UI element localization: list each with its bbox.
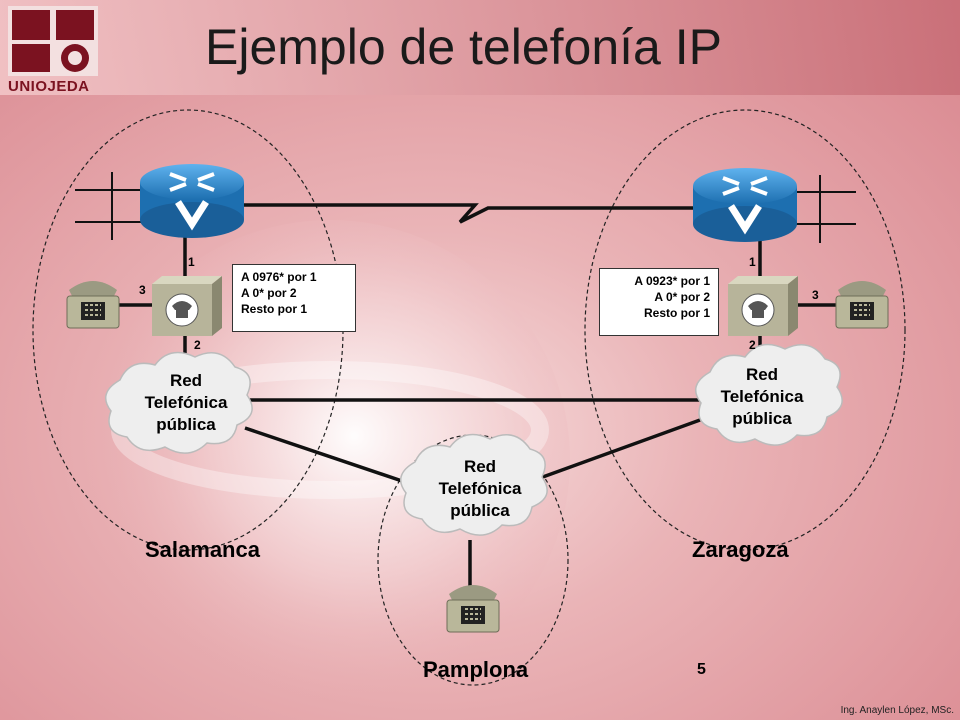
port-label-phone-left: 3 [139, 283, 146, 297]
dial-rule: Resto por 1 [241, 302, 308, 316]
cloud-icon [399, 433, 548, 536]
globe-decoration [90, 220, 570, 700]
telephone-icon [446, 585, 500, 633]
page-number: 5 [697, 661, 706, 678]
pstn-right-bottom-link [539, 418, 701, 480]
city-label-zaragoza: Zaragoza [692, 537, 789, 562]
dial-rule: Resto por 1 [643, 306, 710, 320]
dial-rule: A 0* por 2 [654, 290, 710, 304]
cloud-label-right: Red Telefónica pública [720, 365, 804, 428]
lan-stubs [75, 172, 856, 243]
city-label-pamplona: Pamplona [423, 657, 529, 682]
footer-credit: Ing. Anaylen López, MSc. [840, 705, 954, 716]
pstn-left-bottom-link [244, 426, 409, 485]
cloud-label-bottom: Red Telefónica pública [438, 457, 522, 520]
telephone-icon [835, 281, 889, 329]
page-title: Ejemplo de telefonía IP [205, 19, 722, 75]
port-label-pstn-left: 2 [194, 338, 201, 352]
cloud-icon [694, 343, 843, 446]
header-band [0, 0, 960, 95]
voice-gateway-icon [152, 276, 222, 336]
wan-link [244, 203, 740, 224]
cloud-icon [104, 351, 253, 454]
port-label-phone-right: 3 [812, 288, 819, 302]
dial-rule: A 0* por 2 [241, 286, 297, 300]
cloud-label-left: Red Telefónica pública [144, 371, 228, 434]
dial-rule: A 0976* por 1 [241, 270, 317, 284]
port-label-router-left: 1 [188, 255, 195, 269]
dial-rules-right: A 0923* por 1 A 0* por 2 Resto por 1 [599, 268, 719, 336]
dial-rules-left: A 0976* por 1 A 0* por 2 Resto por 1 [232, 264, 356, 332]
city-label-salamanca: Salamanca [145, 537, 260, 562]
router-icon [140, 164, 244, 238]
zaragoza-zone [584, 109, 906, 551]
port-label-router-right: 1 [749, 255, 756, 269]
logo-icon [8, 6, 98, 76]
port-label-pstn-right: 2 [749, 338, 756, 352]
logo-text: UNIOJEDA [8, 78, 90, 95]
router-icon [693, 168, 797, 242]
dial-rule: A 0923* por 1 [634, 274, 710, 288]
telephone-icon [66, 281, 120, 329]
voice-gateway-icon [728, 276, 798, 336]
